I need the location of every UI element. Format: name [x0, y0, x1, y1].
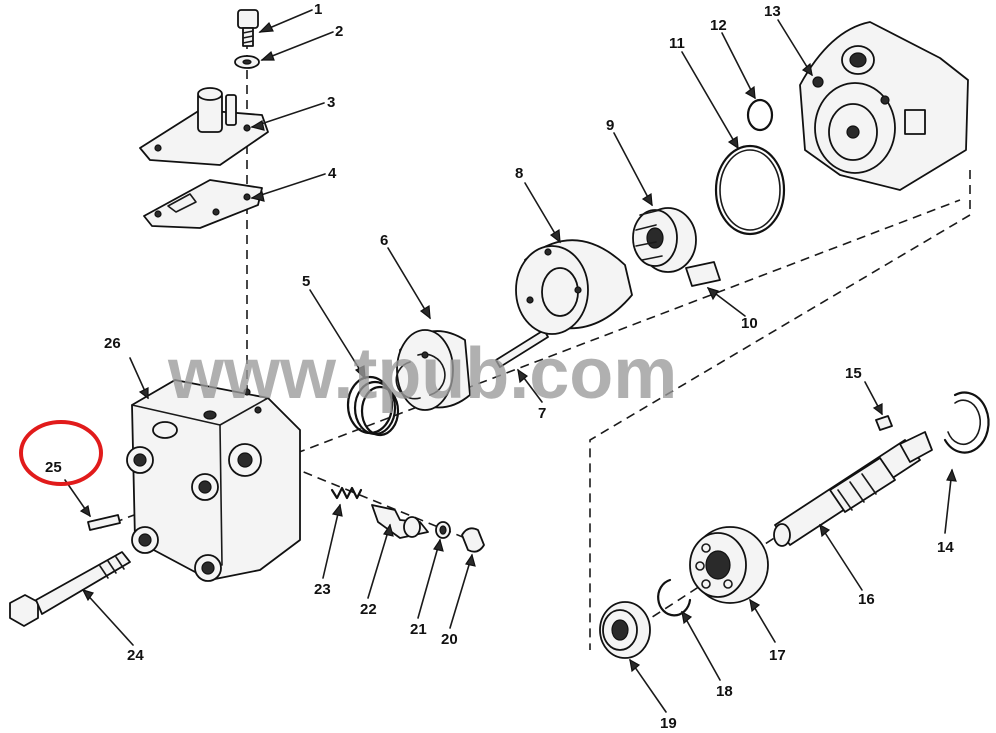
part-key	[875, 415, 893, 431]
part-pump-housing	[799, 21, 969, 191]
callout-18: 18	[716, 683, 733, 700]
watermark-text: www.tpub.com	[167, 334, 677, 414]
part-washer	[234, 55, 260, 69]
callout-25: 25	[45, 459, 62, 476]
part-dowel-pin	[495, 329, 549, 368]
callout-5: 5	[302, 273, 310, 290]
callout-20: 20	[441, 631, 458, 648]
callout-10: 10	[741, 315, 758, 332]
callout-13: 13	[764, 3, 781, 20]
callout-15: 15	[845, 365, 862, 382]
callout-1: 1	[314, 1, 322, 18]
callout-3: 3	[327, 94, 335, 111]
part-bearing	[689, 526, 769, 604]
part-spring-small	[330, 486, 363, 500]
callout-7: 7	[538, 405, 546, 422]
callout-26: 26	[104, 335, 121, 352]
callout-8: 8	[515, 165, 523, 182]
callout-17: 17	[769, 647, 786, 664]
callout-19: 19	[660, 715, 677, 732]
callout-22: 22	[360, 601, 377, 618]
callout-12: 12	[710, 17, 727, 34]
callout-14: 14	[937, 539, 954, 556]
part-spring	[346, 375, 400, 437]
callout-11: 11	[669, 35, 685, 52]
leader-arrowheads	[79, 21, 957, 673]
callout-23: 23	[314, 581, 331, 598]
callout-4: 4	[328, 165, 337, 182]
part-pin	[87, 514, 121, 531]
part-seal-ring	[435, 521, 451, 539]
part-drive-shaft	[773, 431, 933, 547]
part-gasket	[143, 179, 263, 229]
callout-9: 9	[606, 117, 614, 134]
part-retaining-ring	[657, 578, 692, 617]
callout-labels: 1 2 3 4 5 6 7 8 9 10 11 12 13 14 15 16 1…	[45, 1, 954, 732]
part-shaft-seal	[599, 601, 651, 659]
callout-16: 16	[858, 591, 875, 608]
part-cap-screw	[237, 9, 259, 47]
part-snap-ring	[943, 391, 990, 454]
part-rotor	[632, 207, 697, 273]
part-bolt	[9, 551, 131, 627]
part-mounting-plate	[139, 87, 269, 166]
part-piston-disc	[395, 329, 471, 411]
part-valve-plunger	[371, 504, 429, 539]
callout-6: 6	[380, 232, 388, 249]
highlight-circle	[19, 420, 103, 486]
part-small-o-ring	[746, 98, 774, 132]
callout-24: 24	[127, 647, 144, 664]
part-valve-body	[126, 379, 301, 582]
part-vane	[685, 261, 721, 287]
part-large-o-ring	[714, 144, 786, 236]
part-plug	[461, 527, 485, 553]
part-cam-ring	[515, 239, 633, 335]
callout-21: 21	[410, 621, 427, 638]
callout-2: 2	[335, 23, 343, 40]
